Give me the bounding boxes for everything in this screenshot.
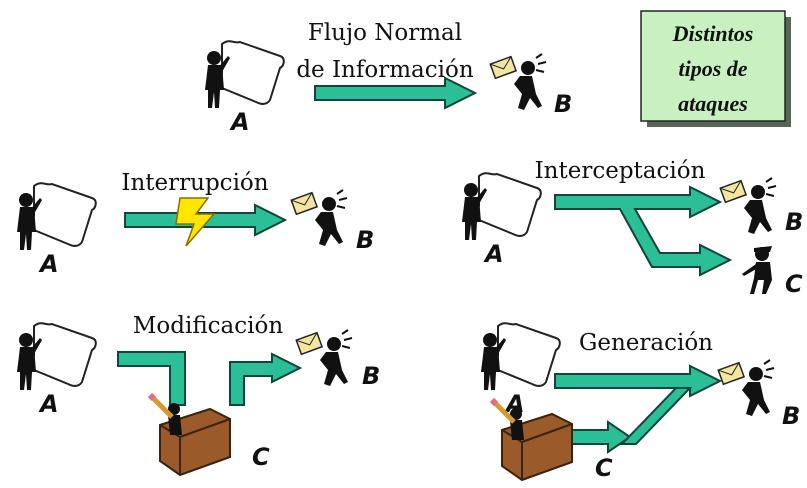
interception-panel: A Interceptación B C (461, 158, 803, 298)
generation-panel: A Generación C B (480, 322, 800, 482)
sender-figure (461, 172, 542, 241)
modification-attacker-label: C (252, 443, 270, 471)
receiver-figure (295, 329, 353, 387)
title-line-3: ataques (678, 91, 748, 116)
normal-flow-panel: A Flujo Normal de Información B (204, 20, 572, 136)
title-box: Distintos tipos de ataques (640, 10, 791, 127)
attacker-figure (150, 395, 230, 475)
sender-figure (16, 182, 97, 251)
interruption-receiver-label: B (356, 226, 374, 254)
title-box-frame (640, 10, 786, 122)
normal-receiver-label: B (554, 90, 572, 118)
generation-main-arrow (554, 364, 723, 398)
modification-panel: A Modificación C B (16, 313, 380, 475)
interceptor-figure (742, 246, 772, 294)
generation-attacker-label: C (595, 454, 613, 482)
modification-label: Modificación (133, 313, 283, 339)
normal-flow-arrow (314, 76, 478, 110)
sender-figure (204, 40, 285, 109)
interception-split-arrow (554, 185, 733, 277)
generation-receiver-label: B (782, 402, 800, 430)
title-line-1: Distintos (672, 21, 754, 46)
modification-arrow-out (229, 352, 303, 406)
normal-label-line-1: Flujo Normal (308, 20, 462, 46)
receiver-figure (290, 189, 348, 247)
receiver-figure (719, 177, 777, 235)
interception-label: Interceptación (535, 158, 706, 184)
interruption-panel: A Interrupción B (16, 170, 374, 278)
modification-receiver-label: B (362, 362, 380, 390)
sender-figure (480, 322, 561, 391)
sender-figure (16, 322, 97, 391)
interception-interceptor-label: C (785, 270, 803, 298)
interruption-label: Interrupción (121, 170, 268, 196)
interception-sender-label: A (483, 240, 504, 268)
modification-sender-label: A (38, 390, 59, 418)
attacker-figure (492, 400, 572, 480)
lightning-bolt-icon (175, 197, 216, 247)
normal-sender-label: A (229, 108, 250, 136)
generation-label: Generación (579, 330, 713, 356)
interception-receiver-label: B (785, 208, 803, 236)
generation-join-arrow (619, 387, 693, 445)
receiver-figure (717, 359, 775, 417)
interruption-sender-label: A (38, 250, 59, 278)
title-line-2: tipos de (678, 56, 747, 81)
receiver-figure (489, 53, 547, 111)
